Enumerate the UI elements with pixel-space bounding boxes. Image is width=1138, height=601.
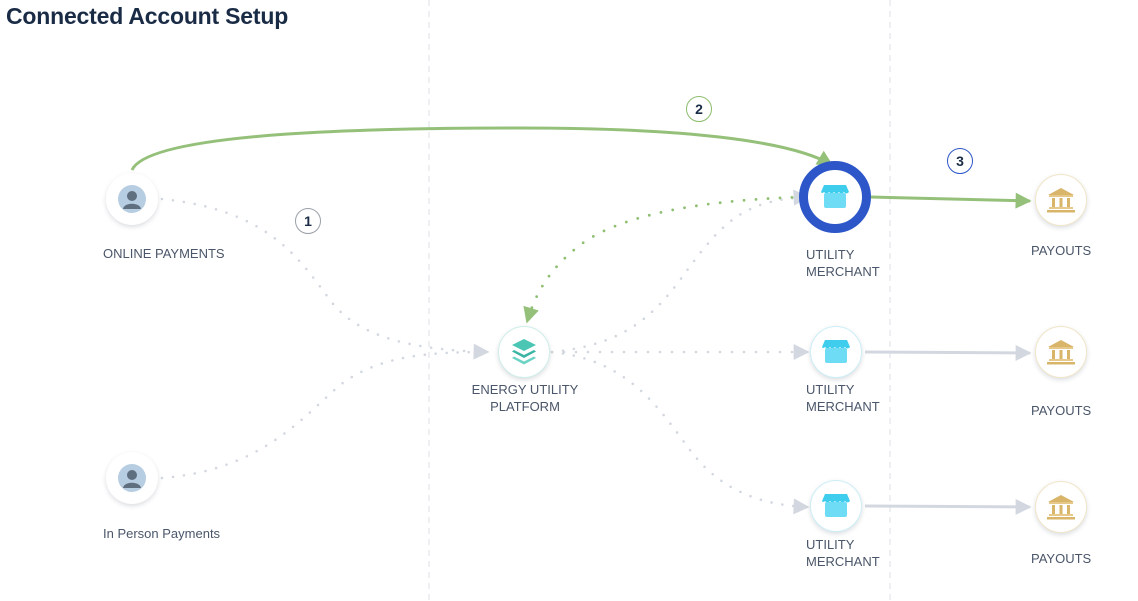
edge-merchant-3-to-payouts-3 bbox=[864, 498, 1032, 515]
edge-merchant-1-to-payouts-1 bbox=[869, 192, 1032, 209]
storefront-icon bbox=[822, 340, 850, 363]
step-badge-3: 3 bbox=[947, 148, 973, 174]
node-utility-merchant-1-label: UTILITY MERCHANT bbox=[806, 247, 880, 279]
node-payouts-3[interactable] bbox=[1035, 481, 1087, 533]
node-payouts-1[interactable] bbox=[1035, 174, 1087, 226]
node-utility-merchant-2[interactable] bbox=[810, 326, 862, 378]
node-payouts-1-label: PAYOUTS bbox=[1031, 243, 1092, 258]
edge-merchant-2-to-payouts-2 bbox=[864, 344, 1032, 361]
page-title: Connected Account Setup bbox=[6, 3, 289, 29]
node-energy-utility-platform[interactable] bbox=[498, 326, 550, 378]
layers-icon bbox=[512, 339, 536, 365]
edge-online-to-merchant-1 bbox=[130, 126, 834, 171]
bank-icon bbox=[1047, 188, 1075, 213]
bank-icon bbox=[1047, 495, 1075, 520]
person-icon bbox=[118, 185, 146, 213]
bank-icon bbox=[1047, 340, 1075, 365]
storefront-icon bbox=[822, 494, 850, 517]
node-payouts-2-label: PAYOUTS bbox=[1031, 403, 1092, 418]
node-utility-merchant-1[interactable] bbox=[799, 161, 871, 233]
storefront-icon bbox=[821, 185, 849, 208]
node-in-person-payments-label: In Person Payments bbox=[103, 526, 221, 541]
node-payouts-2[interactable] bbox=[1035, 326, 1087, 378]
step-badge-2: 2 bbox=[686, 96, 712, 122]
node-payouts-3-label: PAYOUTS bbox=[1031, 551, 1092, 566]
node-in-person-payments[interactable] bbox=[106, 452, 158, 504]
edge-merchant-1-to-platform bbox=[523, 195, 806, 324]
step-badge-1: 1 bbox=[295, 208, 321, 234]
edge-platform-to-merchant-3 bbox=[550, 350, 810, 515]
node-utility-merchant-3-label: UTILITY MERCHANT bbox=[806, 537, 880, 569]
node-utility-merchant-2-label: UTILITY MERCHANT bbox=[806, 382, 880, 414]
node-online-payments[interactable] bbox=[106, 173, 158, 225]
node-utility-merchant-3[interactable] bbox=[810, 480, 862, 532]
edge-platform-to-merchant-1 bbox=[550, 189, 810, 354]
node-online-payments-label: ONLINE PAYMENTS bbox=[103, 246, 225, 261]
person-icon bbox=[118, 464, 146, 492]
edge-inperson-to-platform bbox=[160, 350, 490, 480]
node-energy-utility-platform-label: ENERGY UTILITY PLATFORM bbox=[471, 382, 579, 414]
edge-online-to-platform bbox=[160, 197, 490, 360]
